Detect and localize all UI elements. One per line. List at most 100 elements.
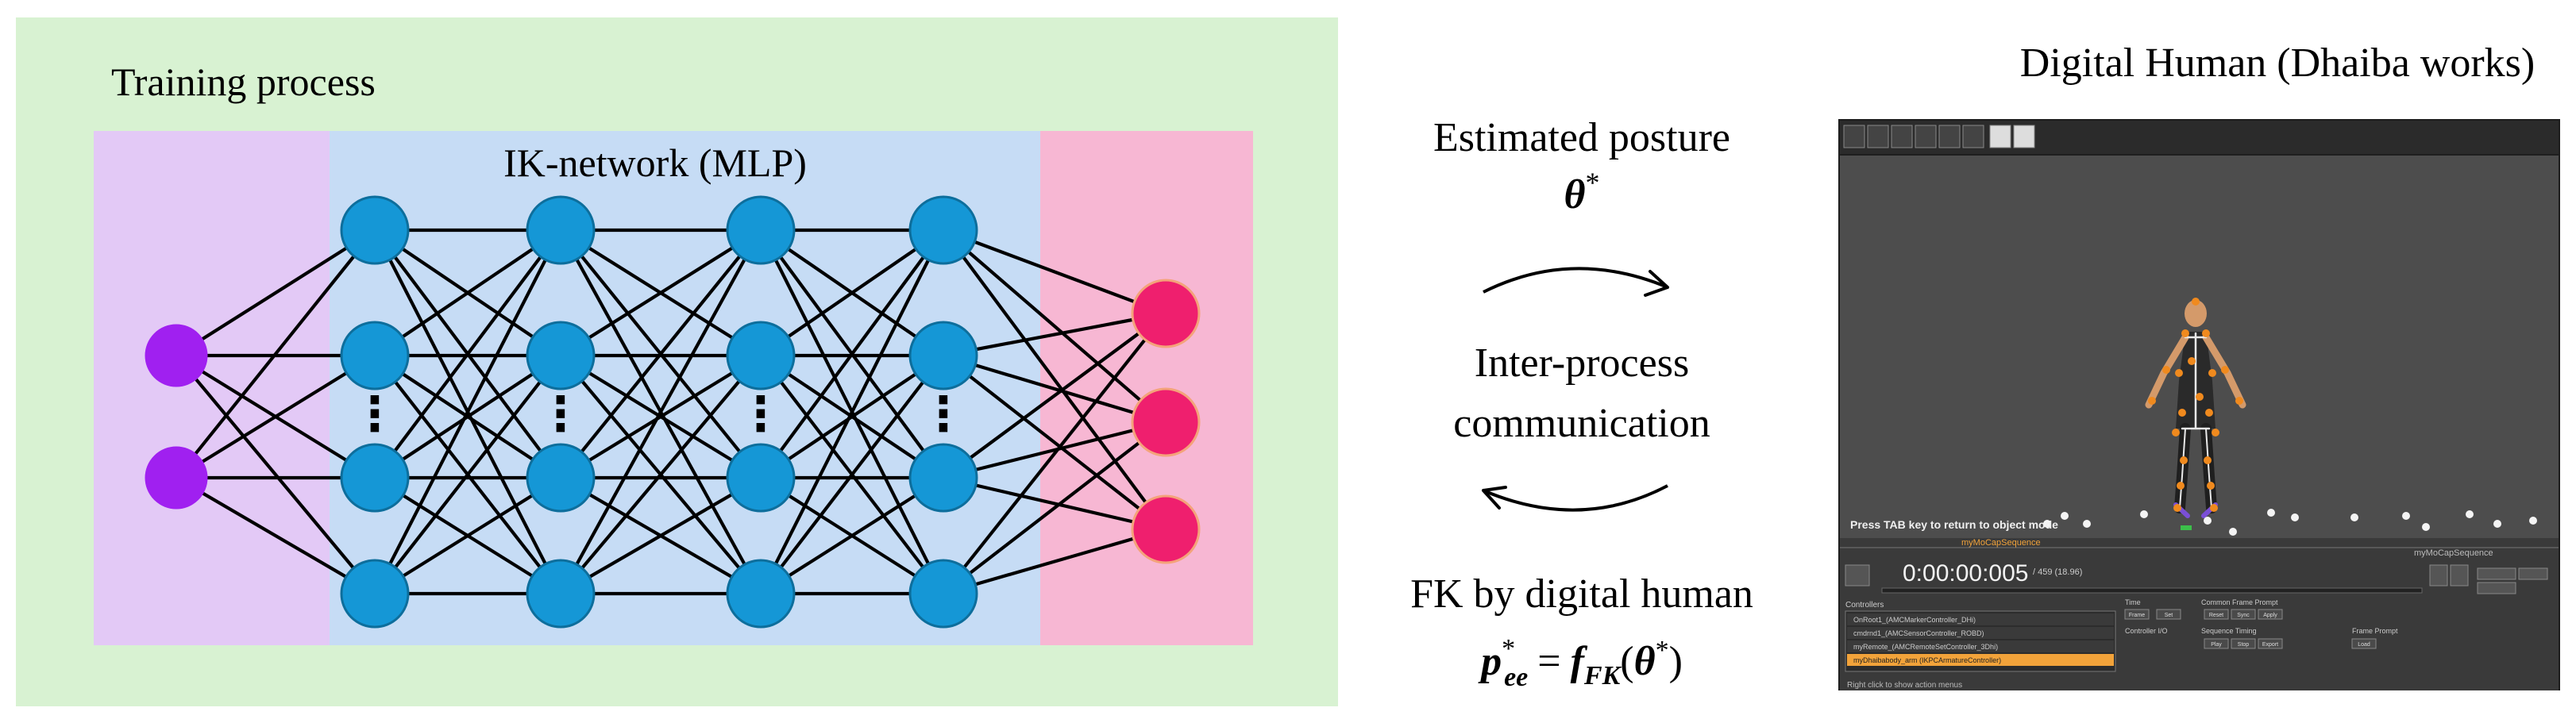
sequence-button[interactable]	[2124, 609, 2150, 620]
sequence-button-label: Export	[2262, 642, 2278, 648]
sequence-label-left: myMoCapSequence	[1961, 538, 2041, 548]
timeline-slider[interactable]	[1881, 587, 2423, 594]
output-node	[1131, 494, 1201, 564]
fps-field[interactable]	[2518, 567, 2548, 580]
controller-row[interactable]	[1847, 613, 2114, 625]
output-node	[1131, 279, 1201, 348]
hidden-node	[526, 443, 596, 513]
controller-row[interactable]	[1847, 654, 2114, 666]
section-label: Time	[2125, 598, 2141, 606]
network-edge	[942, 229, 1167, 531]
skeleton-markers	[2148, 298, 2243, 512]
ellipsis-dots: ⋮	[351, 386, 399, 442]
camera-tool-icon[interactable]	[1938, 125, 1961, 148]
panel-tool-icon[interactable]	[2013, 125, 2035, 148]
window-tool-icon[interactable]	[1989, 125, 2011, 148]
sequence-button[interactable]	[2204, 609, 2229, 620]
ellipsis-dots: ⋮	[737, 386, 785, 442]
skeleton-marker	[2148, 397, 2156, 405]
network-edge	[943, 527, 1167, 596]
loop-field[interactable]	[2477, 582, 2516, 594]
sequence-button[interactable]	[2231, 638, 2256, 649]
section-label: Controller I/O	[2125, 627, 2168, 635]
stop-button[interactable]	[2429, 564, 2448, 586]
lower-arrow-curve	[1483, 484, 1668, 512]
skeleton-marker	[2188, 357, 2196, 365]
skeleton-marker	[2177, 482, 2185, 490]
network-edge	[559, 229, 762, 479]
network-ellipses: ⋮⋮⋮⋮	[351, 386, 967, 442]
skeleton-marker	[2221, 366, 2229, 374]
light-tool-icon[interactable]	[1962, 125, 1984, 148]
sequence-button[interactable]	[2156, 609, 2181, 620]
network-edge	[943, 353, 1167, 425]
skeleton-marker	[2196, 393, 2204, 401]
controller-row[interactable]	[1847, 627, 2114, 639]
training-title: Training process	[111, 60, 376, 104]
section-label: Frame Prompt	[2352, 627, 2398, 635]
move-tool-icon[interactable]	[1843, 125, 1865, 148]
hidden-node	[340, 559, 410, 629]
hidden-node	[340, 321, 410, 390]
network-edge	[373, 229, 562, 479]
network-edge	[373, 354, 562, 479]
controller-row[interactable]	[1847, 640, 2114, 652]
skeleton-marker	[2162, 366, 2170, 374]
network-edge	[759, 229, 945, 479]
network-edge	[175, 354, 376, 479]
speed-field[interactable]	[2477, 567, 2516, 580]
sequence-button[interactable]	[2258, 609, 2283, 620]
viewport-hint: Press TAB key to return to object mode	[1850, 518, 2058, 531]
network-title: IK-network (MLP)	[503, 140, 807, 185]
network-edge	[175, 229, 376, 479]
input-node	[145, 324, 208, 387]
network-edge	[759, 354, 945, 595]
human-skeleton	[2145, 298, 2246, 518]
play-button[interactable]	[2450, 564, 2469, 586]
hidden-node	[340, 443, 410, 513]
hidden-node	[526, 195, 596, 265]
rotate-tool-icon[interactable]	[1867, 125, 1889, 148]
theta-superscript-fk: *	[1656, 636, 1669, 665]
status-hint: Right click to show action menus	[1847, 681, 1962, 690]
import-button[interactable]	[1845, 564, 1870, 586]
sequence-label-right: myMoCapSequence	[2414, 548, 2493, 558]
sequence-button-label: Apply	[2263, 613, 2277, 618]
sequence-button[interactable]	[2258, 638, 2283, 649]
upper-arrow-curve	[1483, 267, 1668, 294]
theta-symbol-fk: θ	[1634, 639, 1656, 684]
hidden-node	[726, 443, 796, 513]
network-edge	[373, 354, 562, 595]
controller-row-label: OnRoot1_(AMCMarkerController_DHi)	[1853, 616, 1976, 624]
network-edge	[559, 354, 762, 595]
floor-marker-dot	[2422, 523, 2430, 531]
toolbar-icons	[1843, 125, 2035, 148]
input-layer-band	[94, 131, 330, 645]
sequence-button[interactable]	[2231, 609, 2256, 620]
controllers-list: OnRoot1_(AMCMarkerController_DHi)cmdrnd1…	[1845, 610, 2116, 672]
floor-marker-dot	[2061, 512, 2069, 520]
network-edge	[943, 311, 1167, 358]
floor-marker-dot	[2466, 510, 2474, 518]
network-edges	[175, 228, 1167, 596]
network-edge	[373, 476, 562, 595]
equals-sign: =	[1537, 639, 1560, 684]
sequence-button[interactable]	[2351, 638, 2377, 649]
skeleton-marker	[2172, 429, 2180, 436]
p-subscript: ee	[1504, 663, 1528, 692]
hidden-node	[726, 559, 796, 629]
network-edge	[373, 229, 562, 357]
hidden-node	[908, 559, 978, 629]
scale-tool-icon[interactable]	[1891, 125, 1913, 148]
output-layer-band	[1040, 131, 1253, 645]
hidden-node	[908, 443, 978, 513]
network-edge	[943, 420, 1167, 480]
network-edge	[759, 476, 945, 595]
sequence-button[interactable]	[2204, 638, 2229, 649]
skeleton-marker	[2204, 456, 2212, 464]
floor-marker-dot	[2083, 520, 2091, 528]
skeleton-marker	[2205, 409, 2213, 417]
select-tool-icon[interactable]	[1915, 125, 1937, 148]
network-edge	[942, 312, 1167, 595]
network-edge	[175, 229, 376, 357]
